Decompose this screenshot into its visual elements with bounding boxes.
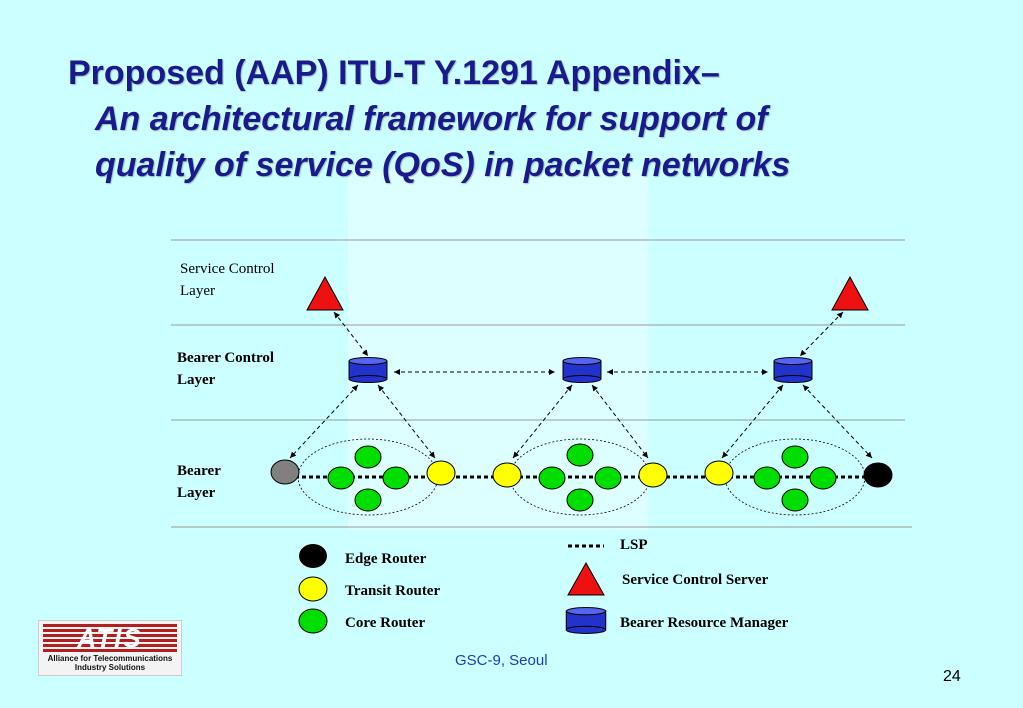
legend-core-router-icon	[298, 608, 328, 634]
service-control-layer-label: Service Control Layer	[180, 258, 275, 302]
core-router	[354, 488, 382, 512]
title-line-1: Proposed (AAP) ITU-T Y.1291 Appendix–	[68, 54, 720, 92]
core-router	[382, 466, 410, 490]
core-router	[594, 466, 622, 490]
atis-logo-text-line: Industry Solutions	[74, 663, 146, 672]
legend-core-router-label: Core Router	[345, 615, 426, 631]
bearer-resource-manager-middle	[562, 357, 602, 383]
edge-router-left	[270, 459, 300, 485]
signal-brm-left-to-transit	[377, 384, 436, 459]
signal-brm-middle-to-transit-left	[512, 384, 573, 459]
bearer-control-layer-label: Bearer Control Layer	[177, 347, 274, 391]
signal-scs-left-to-brm	[333, 311, 369, 357]
legend-edge-router-label: Edge Router	[345, 551, 427, 567]
title-line-2: An architectural framework for support o…	[95, 100, 768, 138]
layer-label-line: Service Control	[180, 261, 275, 277]
layer-label-line: Layer	[180, 283, 215, 299]
service-control-server-left	[306, 275, 344, 311]
legend-service-control-server-label: Service Control Server	[622, 572, 769, 588]
slide-footer: GSC-9, Seoul	[455, 652, 548, 669]
signal-brm-right-to-transit	[721, 384, 784, 459]
transit-router	[704, 460, 734, 486]
bearer-layer-label: Bearer Layer	[177, 460, 221, 504]
signal-brm-left-to-edge	[289, 384, 359, 459]
legend-lsp-label: LSP	[620, 537, 648, 553]
core-router	[781, 445, 809, 469]
service-control-server-right	[831, 275, 869, 311]
atis-logo-mark: ATIS	[43, 624, 177, 652]
legend-bearer-resource-manager-label: Bearer Resource Manager	[620, 615, 789, 631]
transit-router	[492, 462, 522, 488]
core-router	[753, 466, 781, 490]
title-line-3: quality of service (QoS) in packet netwo…	[95, 146, 791, 184]
core-router	[809, 466, 837, 490]
layer-label-line: Layer	[177, 485, 216, 501]
transit-router	[638, 462, 668, 488]
page-number: 24	[943, 668, 961, 685]
layer-label-line: Layer	[177, 372, 216, 388]
bearer-resource-manager-right	[773, 357, 813, 383]
atis-logo-text-line: Alliance for Telecommunications	[47, 654, 173, 663]
legend-transit-router-icon	[298, 576, 328, 602]
layer-label-line: Bearer	[177, 463, 221, 479]
transit-router	[426, 460, 456, 486]
signal-brm-right-to-edge	[802, 384, 873, 459]
core-router	[327, 466, 355, 490]
bearer-resource-manager-left	[348, 357, 388, 383]
signal-brm-middle-to-transit-right	[591, 384, 649, 459]
slide-title: Proposed (AAP) ITU-T Y.1291 Appendix– An…	[68, 50, 988, 188]
core-router	[781, 488, 809, 512]
atis-logo-text: Alliance for Telecommunications Industry…	[43, 654, 177, 672]
legend-service-control-server-icon	[567, 561, 605, 596]
layer-label-line: Bearer Control	[177, 350, 275, 366]
core-router	[538, 466, 566, 490]
atis-logo: ATIS Alliance for Telecommunications Ind…	[38, 620, 182, 676]
legend-transit-router-label: Transit Router	[345, 583, 441, 599]
legend-edge-router-icon	[299, 544, 327, 568]
edge-router-right	[863, 462, 893, 488]
core-router	[566, 488, 594, 512]
core-router	[566, 443, 594, 467]
legend-bearer-resource-manager-icon	[565, 607, 607, 634]
core-router	[354, 445, 382, 469]
signal-scs-right-to-brm	[799, 311, 844, 357]
